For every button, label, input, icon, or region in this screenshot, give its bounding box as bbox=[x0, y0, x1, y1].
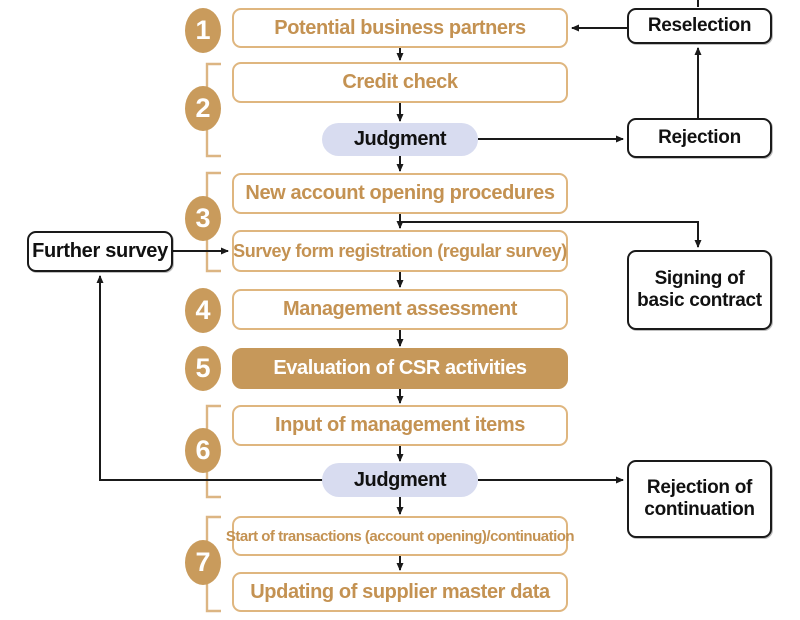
step-box-updating-supplier-master-data: Updating of supplier master data bbox=[232, 572, 568, 612]
step-box-management-assessment: Management assessment bbox=[232, 289, 568, 330]
step-box-survey-form-registration: Survey form registration (regular survey… bbox=[232, 230, 568, 272]
step-group-brackets bbox=[205, 62, 221, 613]
step-box-start-of-transactions: Start of transactions (account opening)/… bbox=[226, 516, 575, 556]
step-box-potential-business-partners: Potential business partners bbox=[232, 8, 568, 48]
judgment-pill-2: Judgment bbox=[322, 463, 478, 497]
step-number-6: 6 bbox=[185, 428, 221, 473]
arrow-judgment2-to-furthersurvey bbox=[96, 275, 326, 481]
step-number-5: 5 bbox=[185, 346, 221, 391]
step-number-7: 7 bbox=[185, 540, 221, 585]
arrow-branch-to-signing bbox=[400, 221, 702, 248]
outcome-box-further-survey: Further survey bbox=[27, 231, 173, 272]
judgment-pill-1: Judgment bbox=[322, 123, 478, 156]
outcome-box-reselection: Reselection bbox=[627, 8, 772, 44]
outcome-box-rejection: Rejection bbox=[627, 118, 772, 158]
step-box-input-management-items: Input of management items bbox=[232, 405, 568, 446]
step-number-3: 3 bbox=[185, 196, 221, 241]
step-box-evaluation-csr-activities: Evaluation of CSR activities bbox=[232, 348, 568, 389]
step-box-credit-check: Credit check bbox=[232, 62, 568, 103]
step-box-new-account-opening: New account opening procedures bbox=[232, 173, 568, 214]
step-number-4: 4 bbox=[185, 288, 221, 333]
outcome-box-rejection-of-continuation: Rejection of continuation bbox=[627, 460, 772, 538]
step-number-2: 2 bbox=[185, 86, 221, 131]
flow-arrows bbox=[96, 0, 702, 571]
step-number-1: 1 bbox=[185, 8, 221, 53]
outcome-box-signing-basic-contract: Signing of basic contract bbox=[627, 250, 772, 330]
